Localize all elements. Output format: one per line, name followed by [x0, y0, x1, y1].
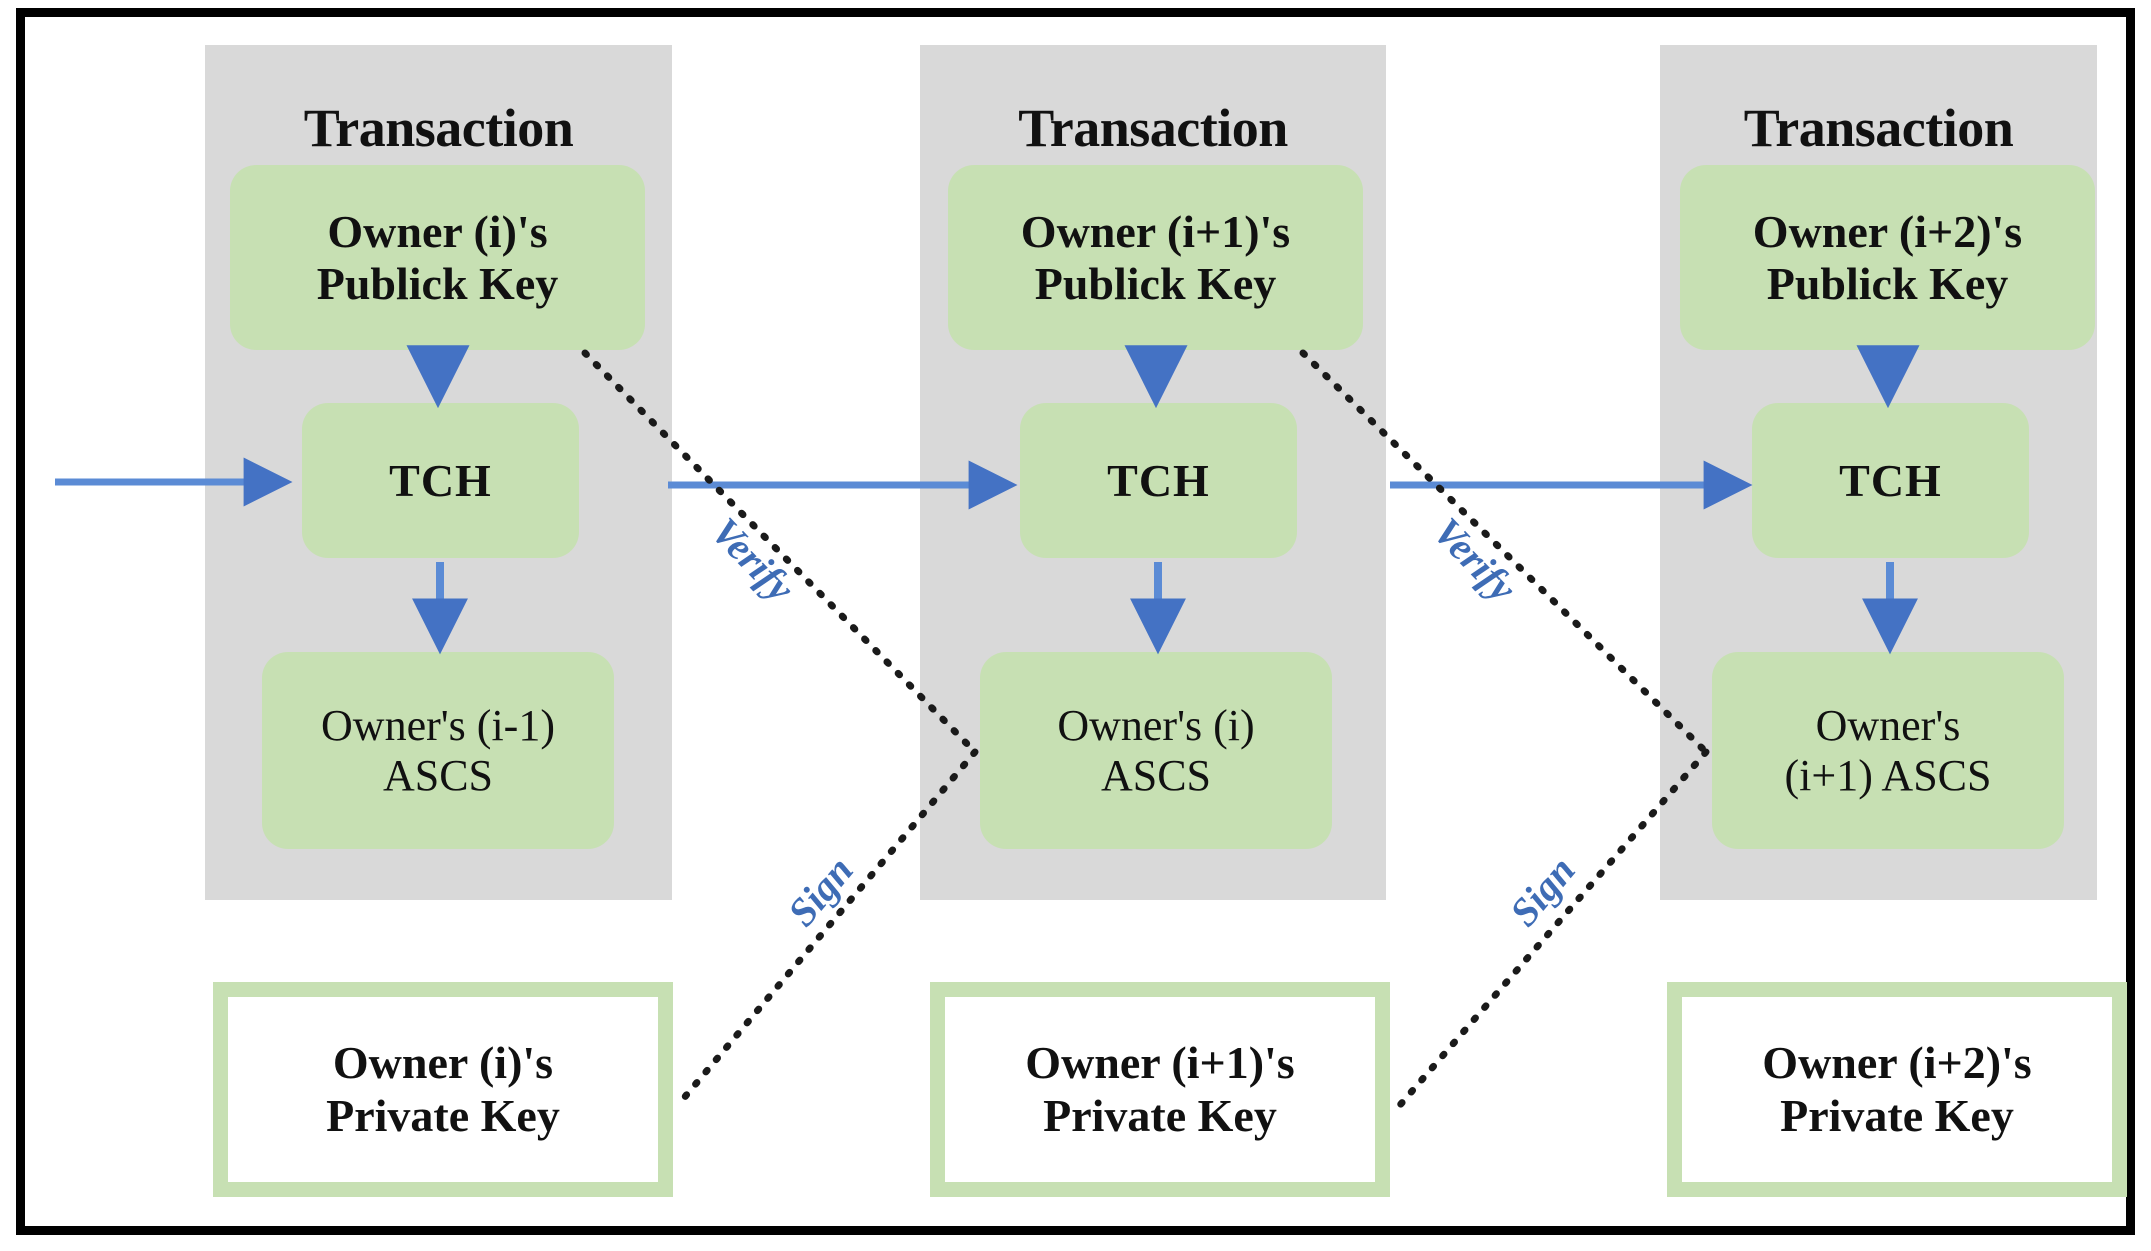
- tch-label-1: TCH: [389, 454, 492, 506]
- public-key-line2-2: Publick Key: [1034, 257, 1277, 309]
- ascs-line1-1: Owner's (i-1): [321, 701, 555, 751]
- private-key-line1-1: Owner (i)'s: [332, 1036, 554, 1088]
- ascs-text-2: Owner's (i) ASCS: [1057, 701, 1254, 800]
- public-key-line2-3: Publick Key: [1766, 257, 2009, 309]
- public-key-text-1: Owner (i)'s Publick Key: [317, 206, 559, 309]
- ascs-text-1: Owner's (i-1) ASCS: [321, 701, 555, 800]
- private-key-text-1: Owner (i)'s Private Key: [326, 1037, 560, 1143]
- private-key-box-2[interactable]: Owner (i+1)'s Private Key: [930, 982, 1390, 1197]
- public-key-box-2[interactable]: Owner (i+1)'s Publick Key: [948, 165, 1363, 350]
- private-key-line2-3: Private Key: [1780, 1089, 2014, 1141]
- public-key-text-3: Owner (i+2)'s Publick Key: [1753, 206, 2022, 309]
- private-key-line1-3: Owner (i+2)'s: [1762, 1036, 2032, 1088]
- public-key-line1-3: Owner (i+2)'s: [1752, 205, 2023, 257]
- private-key-line2-1: Private Key: [326, 1089, 560, 1141]
- tch-label-2: TCH: [1107, 454, 1210, 506]
- public-key-text-2: Owner (i+1)'s Publick Key: [1021, 206, 1290, 309]
- panel-title-3: Transaction: [1743, 98, 2014, 158]
- tch-label-3: TCH: [1839, 454, 1942, 506]
- ascs-box-3[interactable]: Owner's (i+1) ASCS: [1712, 652, 2064, 849]
- public-key-line2-1: Publick Key: [316, 257, 559, 309]
- panel-title-2: Transaction: [1018, 98, 1288, 158]
- private-key-box-1[interactable]: Owner (i)'s Private Key: [213, 982, 673, 1197]
- ascs-line2-1: ASCS: [382, 750, 494, 800]
- ascs-line2-3: (i+1) ASCS: [1784, 750, 1992, 800]
- public-key-box-3[interactable]: Owner (i+2)'s Publick Key: [1680, 165, 2095, 350]
- tch-box-2[interactable]: TCH: [1020, 403, 1297, 558]
- public-key-box-1[interactable]: Owner (i)'s Publick Key: [230, 165, 645, 350]
- private-key-text-2: Owner (i+1)'s Private Key: [1025, 1037, 1294, 1143]
- ascs-line1-2: Owner's (i): [1057, 701, 1255, 751]
- private-key-box-3[interactable]: Owner (i+2)'s Private Key: [1667, 982, 2127, 1197]
- private-key-line1-2: Owner (i+1)'s: [1025, 1036, 1295, 1088]
- private-key-line2-2: Private Key: [1043, 1089, 1277, 1141]
- public-key-line1-1: Owner (i)'s: [327, 205, 548, 257]
- ascs-box-1[interactable]: Owner's (i-1) ASCS: [262, 652, 614, 849]
- ascs-box-2[interactable]: Owner's (i) ASCS: [980, 652, 1332, 849]
- ascs-line1-3: Owner's: [1815, 701, 1961, 751]
- panel-title-1: Transaction: [303, 98, 574, 158]
- tch-box-3[interactable]: TCH: [1752, 403, 2029, 558]
- private-key-text-3: Owner (i+2)'s Private Key: [1762, 1037, 2031, 1143]
- ascs-line2-2: ASCS: [1100, 750, 1212, 800]
- public-key-line1-2: Owner (i+1)'s: [1020, 205, 1291, 257]
- ascs-text-3: Owner's (i+1) ASCS: [1785, 701, 1992, 800]
- tch-box-1[interactable]: TCH: [302, 403, 579, 558]
